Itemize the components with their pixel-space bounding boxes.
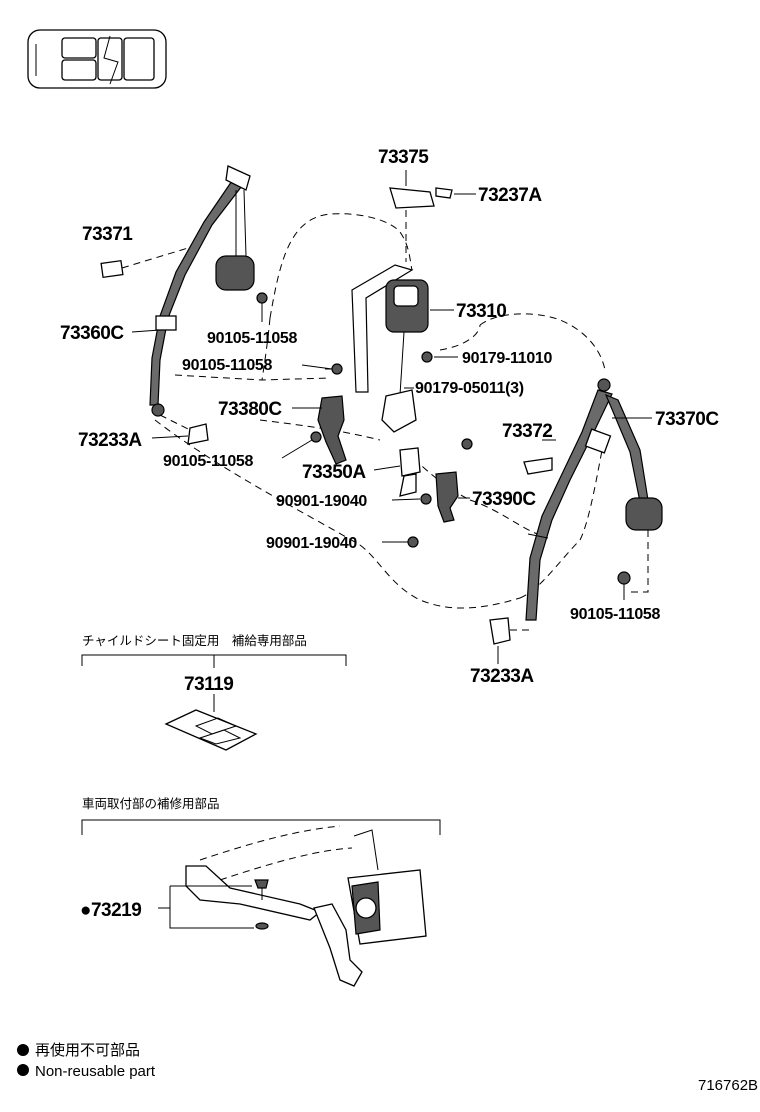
label-90105-11058-b: 90105-11058 [182,357,273,374]
label-90901-19040-a: 90901-19040 [276,493,367,510]
label-73380C: 73380C [218,399,282,420]
label-73350A: 73350A [302,462,366,483]
center-buckles [310,395,459,548]
right-belt-assembly-73370C [489,378,663,645]
label-73219: ●73219 [80,900,141,921]
label-73310: 73310 [456,301,506,322]
label-90179-11010: 90179-11010 [462,350,553,367]
vehicle-type-icon [27,29,167,89]
label-73372: 73372 [502,421,552,442]
figure-id: 716762B [698,1077,758,1094]
label-90901-19040-b: 90901-19040 [266,535,357,552]
label-73360C: 73360C [60,323,124,344]
center-retractor-73310 [351,187,473,450]
vehicle-mount-section: 車両取付部の補修用部品 ●73219 [80,796,441,987]
legend-en: Non-reusable part [35,1063,156,1080]
child-seat-note: チャイルドシート固定用 補給専用部品 [82,633,307,648]
left-belt-assembly-73360C [100,165,343,445]
label-73390C: 73390C [472,489,536,510]
label-90105-11058-c: 90105-11058 [163,453,254,470]
label-73233A-left: 73233A [78,430,142,451]
non-reusable-bullet-icon [17,1044,29,1056]
leader-lines [131,170,652,664]
label-73370C: 73370C [655,409,719,430]
child-seat-section: チャイルドシート固定用 補給専用部品 73119 [81,633,347,751]
legend: 再使用不可部品 Non-reusable part [17,1042,156,1080]
label-73119: 73119 [184,674,233,695]
legend-jp: 再使用不可部品 [35,1042,140,1059]
label-73375: 73375 [378,147,429,168]
label-73371: 73371 [82,224,133,245]
rear-seat-outline [154,213,606,609]
label-73237A: 73237A [478,185,542,206]
label-90105-11058-a: 90105-11058 [207,330,298,347]
label-90105-11058-d: 90105-11058 [570,606,661,623]
non-reusable-bullet-icon-en [17,1064,29,1076]
label-73233A-right: 73233A [470,666,534,687]
label-90179-05011: 90179-05011(3) [415,380,524,397]
vehicle-mount-note: 車両取付部の補修用部品 [82,796,220,811]
